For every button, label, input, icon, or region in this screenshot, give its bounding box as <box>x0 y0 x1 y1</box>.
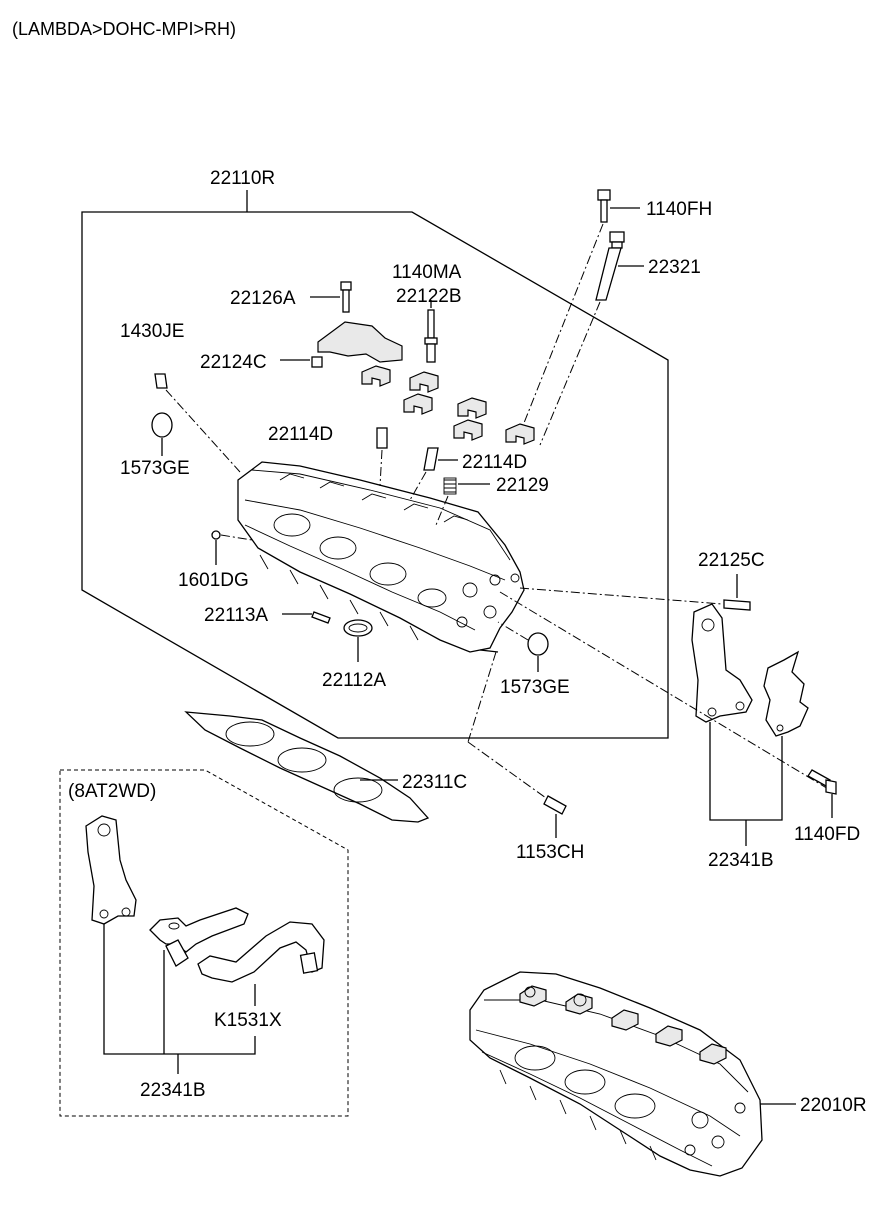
label-1573GE-left: 1573GE <box>120 458 190 479</box>
label-22010R: 22010R <box>800 1095 867 1116</box>
label-22122B: 22122B <box>396 286 462 307</box>
bracket-22341B-variant <box>85 815 137 925</box>
cam-caps <box>361 365 535 445</box>
tube-22114D-b <box>423 447 439 471</box>
label-22321: 22321 <box>648 257 701 278</box>
dash-22129 <box>435 495 449 526</box>
leader-22341B-right <box>709 722 783 821</box>
dowel-22124C <box>311 356 323 368</box>
label-22129: 22129 <box>496 475 549 496</box>
label-22126A: 22126A <box>230 288 296 309</box>
cylinder-head-main <box>237 461 525 653</box>
dash-1430JE <box>165 389 241 473</box>
variant-box <box>59 769 349 1117</box>
bolt-22122B <box>424 309 438 363</box>
dash-1573GE-right <box>497 621 529 641</box>
dash-22114D-b <box>409 471 427 501</box>
label-22311C: 22311C <box>402 772 467 793</box>
bolt-1140FH <box>597 189 611 223</box>
pin-1430JE <box>154 373 168 389</box>
leader-head-stud <box>479 649 499 653</box>
dash-1140FD <box>499 591 831 791</box>
dowel-22113A <box>311 611 331 624</box>
plug-1573GE-left <box>151 412 173 438</box>
label-22110R: 22110R <box>210 168 275 189</box>
label-22114D-a: 22114D <box>268 424 333 445</box>
label-22114D-b: 22114D <box>462 452 527 473</box>
dash-22321 <box>539 301 601 446</box>
bolt-22321 <box>595 231 625 301</box>
cylinder-head-22010R <box>469 971 763 1177</box>
dash-22114D-a <box>379 449 383 487</box>
label-22125C: 22125C <box>698 550 765 571</box>
leader-22341B-variant <box>103 924 256 1055</box>
diagram-title: (LAMBDA>DOHC-MPI>RH) <box>12 19 236 39</box>
stud-1153CH <box>543 795 567 815</box>
tube-22114D-a <box>376 427 388 449</box>
assembly-boundary-22110R <box>81 211 669 739</box>
label-22341B-right: 22341B <box>708 850 774 871</box>
hose-K1531X <box>149 907 325 983</box>
dash-1153CH-b <box>467 741 547 799</box>
label-1430JE: 1430JE <box>120 321 184 342</box>
bracket-22341B-right <box>691 603 753 723</box>
label-1140FH: 1140FH <box>646 199 712 220</box>
label-1140MA: 1140MA <box>392 262 462 283</box>
spring-22129 <box>444 479 456 493</box>
label-22341B-variant: 22341B <box>140 1080 206 1101</box>
label-K1531X: K1531X <box>214 1010 282 1031</box>
dash-22125C <box>519 587 723 605</box>
dash-1601DG <box>220 534 253 541</box>
bolt-22126A <box>340 281 352 313</box>
plug-1573GE-right <box>527 632 549 656</box>
label-1153CH: 1153CH <box>516 842 584 863</box>
label-22113A: 22113A <box>204 605 268 626</box>
label-1573GE-right: 1573GE <box>500 677 570 698</box>
label-22124C: 22124C <box>200 352 267 373</box>
dash-1153CH-a <box>467 651 497 743</box>
stud-22125C <box>723 599 751 611</box>
heat-shield-22341B <box>763 650 809 737</box>
label-1601DG: 1601DG <box>178 570 249 591</box>
bolt-1140FD <box>807 769 837 795</box>
plug-1601DG <box>211 530 221 540</box>
ring-22112A <box>343 619 373 637</box>
variant-label: (8AT2WD) <box>68 781 156 802</box>
label-1140FD: 1140FD <box>794 824 860 845</box>
cam-cap-bracket <box>317 321 403 363</box>
gasket-22311C <box>184 711 430 823</box>
dash-1140FH <box>521 223 604 429</box>
label-22112A: 22112A <box>322 670 386 691</box>
